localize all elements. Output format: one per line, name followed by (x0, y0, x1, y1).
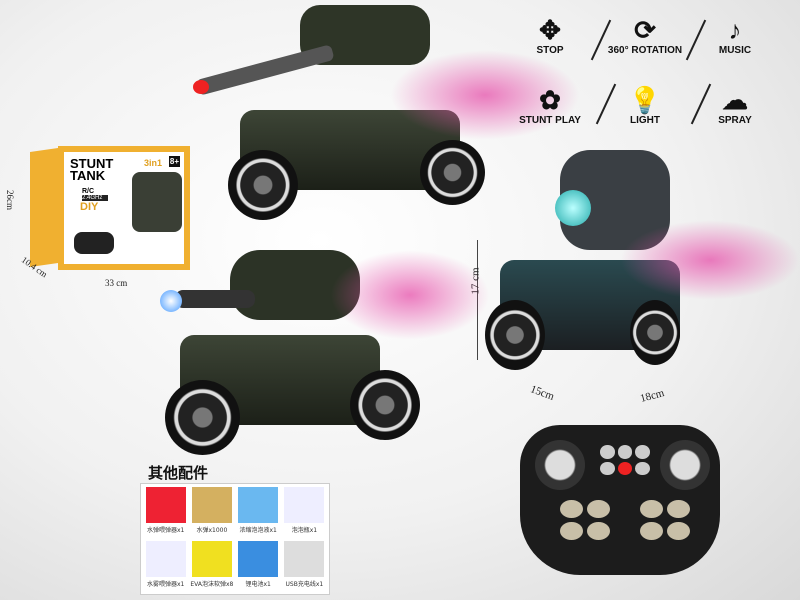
accessory-image (145, 487, 186, 523)
remote-button[interactable] (667, 500, 690, 518)
remote-button[interactable] (600, 461, 615, 475)
remote-button[interactable] (635, 461, 650, 475)
feature-light: 💡LIGHT (600, 85, 690, 126)
remote-button[interactable] (640, 522, 663, 540)
box-freq: 2.4GHz (82, 195, 108, 201)
spray-mist (620, 220, 800, 300)
accessory-label: USB充电线x1 (285, 580, 324, 588)
spray-cloud-icon: ☁ (722, 85, 748, 115)
box-age: 8+ (168, 156, 180, 167)
accessory-label: EVA泡沫软弹x8 (190, 580, 234, 588)
feature-stunt: ✿STUNT PLAY (505, 85, 595, 126)
right-buttons (640, 500, 690, 540)
left-buttons (560, 500, 610, 540)
wheel (350, 370, 420, 440)
light-lens (555, 190, 591, 226)
accessory-item: 水雾喂弹器x1 (144, 540, 187, 592)
box-side (30, 148, 58, 267)
remote-button[interactable] (560, 522, 583, 540)
feature-stop: ✥STOP (505, 15, 595, 56)
remote-button[interactable] (587, 500, 610, 518)
arrows-icon: ✥ (539, 15, 561, 45)
accessory-image (191, 540, 232, 577)
accessory-label: 水弹喂弹器x1 (146, 527, 185, 534)
feature-spray: ☁SPRAY (690, 85, 780, 126)
accessory-image (238, 487, 279, 523)
feature-label: STOP (536, 45, 564, 56)
accessory-image (284, 487, 325, 523)
accessory-label: 水雾喂弹器x1 (146, 580, 185, 588)
water-splash (160, 290, 182, 312)
water-barrel (175, 290, 255, 308)
spray-mist (330, 250, 490, 340)
remote-led (617, 461, 633, 475)
box-rc: R/C (82, 188, 95, 195)
accessory-item: USB充电线x1 (283, 540, 326, 592)
accessory-image (191, 487, 232, 523)
rotation-icon: ⟳ (634, 15, 656, 45)
remote-button[interactable] (560, 500, 583, 518)
remote-button[interactable] (587, 522, 610, 540)
accessories-panel: 水弹喂弹器x1 水弹x1000 浓缩泡泡液x1 泡泡瓶x1 水雾喂弹器x1 EV… (140, 483, 330, 595)
accessory-label: 水弹x1000 (196, 527, 228, 534)
accessory-item: EVA泡沫软弹x8 (190, 540, 234, 592)
box-remote-image (74, 232, 114, 254)
accessories-title: 其他配件 (148, 464, 209, 482)
feature-rotation: ⟳360° ROTATION (600, 15, 690, 56)
function-buttons (600, 445, 650, 475)
wheel (630, 300, 680, 365)
remote-button[interactable] (640, 500, 663, 518)
feature-label: MUSIC (718, 45, 752, 56)
accessory-item: 泡泡瓶x1 (283, 487, 326, 538)
light-bulb-icon: 💡 (628, 85, 662, 115)
feature-label: 360° ROTATION (607, 45, 683, 56)
box-tank-image (132, 172, 182, 232)
feature-label: STUNT PLAY (519, 115, 581, 126)
wheel (485, 300, 545, 370)
remote-button[interactable] (667, 522, 690, 540)
left-joystick (535, 440, 585, 490)
accessory-image (238, 540, 279, 577)
feature-music: ♪MUSIC (690, 15, 780, 56)
barrel (195, 44, 335, 96)
accessory-item: 浓缩泡泡液x1 (237, 487, 280, 538)
foam-dart (193, 80, 209, 94)
accessory-label: 泡泡瓶x1 (291, 527, 318, 534)
flower-wheel-icon: ✿ (539, 85, 561, 115)
feature-label: SPRAY (718, 115, 752, 126)
music-note-icon: ♪ (728, 15, 742, 45)
box-width-label: 33 cm (105, 278, 128, 288)
box-3in1: 3in1 (143, 158, 162, 168)
remote-button[interactable] (617, 445, 633, 459)
accessory-label: 锂电池x1 (245, 580, 271, 588)
wheel (165, 380, 240, 455)
box-height-label: 26cm (5, 190, 15, 210)
accessory-item: 水弹喂弹器x1 (144, 487, 187, 538)
right-joystick (660, 440, 710, 490)
feature-label: LIGHT (630, 115, 660, 126)
remote-button[interactable] (635, 445, 650, 459)
depth-label: 15cm (528, 383, 556, 403)
width-label: 18cm (638, 387, 666, 405)
box-title-line: STUNT (70, 156, 114, 171)
wheel (228, 150, 298, 220)
spray-mist (390, 50, 580, 140)
wheel (420, 140, 485, 205)
box-title-line: TANK (70, 168, 106, 183)
remote-button[interactable] (600, 445, 615, 459)
accessory-image (145, 540, 186, 577)
accessory-item: 锂电池x1 (237, 540, 280, 592)
accessory-label: 浓缩泡泡液x1 (239, 527, 277, 534)
box-diy: DIY (80, 201, 99, 213)
accessory-item: 水弹x1000 (190, 487, 233, 538)
accessory-image (284, 540, 325, 577)
